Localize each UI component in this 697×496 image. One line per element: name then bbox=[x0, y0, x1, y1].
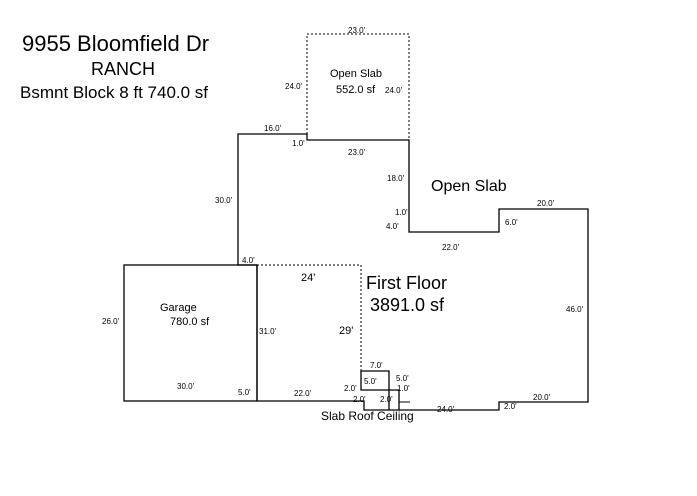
dim-upper-right-jog-a: 1.0' bbox=[395, 208, 408, 217]
dim-notch-left: 5.0' bbox=[364, 377, 377, 386]
basement-summary: Bsmnt Block 8 ft 740.0 sf bbox=[20, 83, 209, 102]
dim-far-right-top: 20.0' bbox=[537, 199, 555, 208]
dim-open-slab-left: 24.0' bbox=[285, 82, 303, 91]
dim-far-right-bottom: 20.0' bbox=[533, 393, 551, 402]
dim-open-slab-bottom: 23.0' bbox=[348, 148, 366, 157]
dim-mid-step: 6.0' bbox=[505, 218, 518, 227]
dim-notch-small-b: 1.0' bbox=[397, 384, 410, 393]
dim-garage-top-jog: 4.0' bbox=[242, 256, 255, 265]
dim-notch-small-d: 2.0' bbox=[380, 395, 393, 404]
garage-name: Garage bbox=[160, 302, 197, 314]
main-building-outline bbox=[237, 133, 589, 411]
dim-upper-right-side: 18.0' bbox=[387, 174, 405, 183]
dim-garage-bottom: 30.0' bbox=[177, 382, 195, 391]
dim-garage-left: 26.0' bbox=[102, 317, 120, 326]
open-slab-top-name: Open Slab bbox=[330, 68, 382, 80]
slab-roof-ceiling-note: Slab Roof Ceiling bbox=[321, 409, 414, 423]
dim-notch-small-c: 2.0' bbox=[353, 395, 366, 404]
garage-outline bbox=[123, 264, 258, 402]
open-slab-right-name: Open Slab bbox=[431, 178, 507, 195]
dim-upper-left-top: 16.0' bbox=[264, 124, 282, 133]
dim-notch-right: 5.0' bbox=[396, 374, 409, 383]
dim-inner-top: 24' bbox=[301, 272, 315, 284]
dim-bottom-run: 24.0' bbox=[437, 405, 455, 414]
first-floor-area: 3891.0 sf bbox=[370, 295, 445, 315]
dim-mid-bottom: 22.0' bbox=[442, 243, 460, 252]
house-style: RANCH bbox=[91, 59, 156, 79]
dim-upper-left-jog: 1.0' bbox=[292, 139, 305, 148]
inner-dotted-outline bbox=[257, 264, 362, 371]
dim-notch-top: 7.0' bbox=[370, 361, 383, 370]
dim-open-slab-right: 24.0' bbox=[385, 86, 403, 95]
dim-garage-right-jog: 5.0' bbox=[238, 388, 251, 397]
dim-inner-bottom: 22.0' bbox=[294, 389, 312, 398]
dim-inner-side: 31.0' bbox=[259, 327, 277, 336]
dim-upper-left-side: 30.0' bbox=[215, 196, 233, 205]
dim-notch-small-a: 2.0' bbox=[344, 384, 357, 393]
notch-detail bbox=[398, 390, 410, 403]
dim-far-right-side: 46.0' bbox=[566, 305, 584, 314]
open-slab-top-area: 552.0 sf bbox=[336, 84, 376, 96]
garage-area: 780.0 sf bbox=[170, 316, 210, 328]
property-address: 9955 Bloomfield Dr bbox=[22, 31, 210, 56]
dim-upper-right-jog-b: 4.0' bbox=[386, 222, 399, 231]
dim-inner-right: 29' bbox=[339, 325, 353, 337]
first-floor-name: First Floor bbox=[366, 273, 447, 293]
dim-open-slab-top: 23.0' bbox=[348, 26, 366, 35]
dim-bottom-step: 2.0' bbox=[504, 402, 517, 411]
